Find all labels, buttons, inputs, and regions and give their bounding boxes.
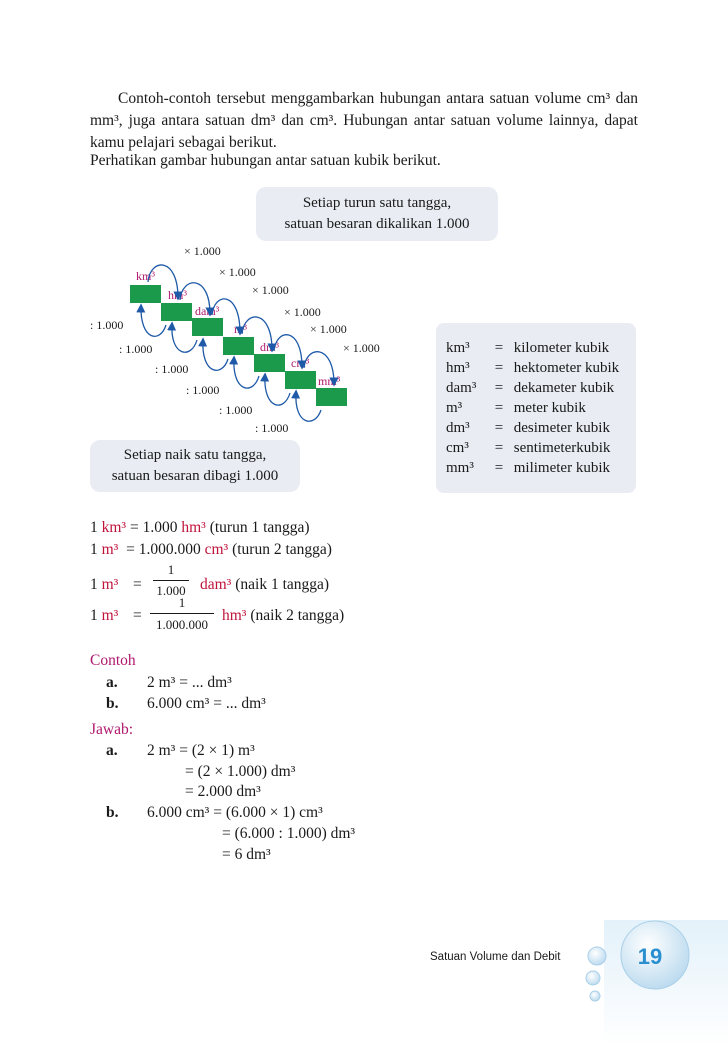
divide-label-3: : 1.000 (155, 362, 189, 376)
page-number: 19 (637, 944, 663, 969)
multiply-label-4: × 1.000 (284, 305, 321, 319)
multiply-label-5: × 1.000 (310, 322, 347, 336)
example-heading: Contoh (90, 652, 136, 669)
stair-step-dm (254, 354, 285, 372)
definition-row: hm³= hektometer kubik (446, 360, 620, 376)
definition-row: cm³= sentimeterkubik (446, 440, 611, 456)
arrow-down-2 (179, 282, 215, 317)
arrow-up-6 (291, 389, 322, 422)
equation-4-fraction-bar (150, 613, 214, 614)
intro-paragraph: Contoh-contoh tersebut menggambarkan hub… (90, 90, 638, 151)
arrow-up-4 (229, 355, 260, 389)
equation-4-rhs: hm³ (naik 2 tangga) (222, 607, 345, 624)
definition-row: m³= meter kubik (446, 400, 586, 416)
answer-b-label: b. (106, 804, 119, 821)
arrow-down-6 (303, 351, 339, 387)
equation-1: 1 km³ = 1.000 hm³ (turun 1 tangga) (90, 519, 310, 536)
multiply-label-3: × 1.000 (252, 283, 289, 297)
answer-a-line-2: = (2 × 1.000) dm³ (185, 763, 296, 780)
arrow-up-5 (260, 372, 291, 406)
footer-chapter-title: Satuan Volume dan Debit (430, 951, 561, 963)
equation-3-numerator: 1 (167, 562, 175, 577)
stair-step-m (223, 337, 254, 355)
definition-row: dm³= desimeter kubik (446, 420, 610, 436)
definition-row: mm³= milimeter kubik (446, 460, 610, 476)
equation-3-equals: = (133, 576, 142, 593)
callout-down-line2: satuan besaran dikalikan 1.000 (284, 216, 470, 232)
divide-label-6: : 1.000 (255, 421, 289, 435)
example-b-label: b. (106, 695, 119, 712)
equation-4-denominator: 1.000.000 (156, 617, 208, 632)
equation-3-fraction-bar (153, 580, 189, 581)
answer-a-line-1: 2 m³ = (2 × 1) m³ (147, 742, 255, 759)
callout-up-rule: Setiap naik satu tangga, satuan besaran … (90, 440, 300, 492)
multiply-label-1: × 1.000 (184, 244, 221, 258)
equation-3-rhs: dam³ (naik 1 tangga) (200, 576, 330, 593)
definition-row: dam³= dekameter kubik (446, 380, 615, 396)
stair-step-dam (192, 318, 223, 336)
arrow-down-5 (273, 334, 307, 370)
arrow-down-4 (241, 316, 277, 353)
callout-down-line1: Setiap turun satu tangga, (302, 195, 452, 211)
answer-b-line-3: = 6 dm³ (222, 846, 271, 863)
equation-3-denominator: 1.000 (156, 583, 186, 598)
divide-label-4: : 1.000 (186, 383, 220, 397)
arrow-up-1 (136, 303, 167, 337)
equation-4-equals: = (133, 607, 142, 624)
stair-step-mm (316, 388, 347, 406)
answer-a-label: a. (106, 742, 118, 759)
answer-b-line-2: = (6.000 : 1.000) dm³ (222, 825, 356, 842)
example-b-text: 6.000 cm³ = ... dm³ (147, 695, 266, 712)
arrow-down-1 (147, 264, 183, 301)
unit-definitions-box: km³= kilometer kubik hm³= hektometer kub… (436, 323, 636, 493)
arrow-down-3 (211, 298, 245, 336)
example-a-text: 2 m³ = ... dm³ (147, 674, 232, 691)
arrow-up-2 (167, 321, 198, 353)
stair-step-cm (285, 371, 316, 389)
divide-label-1: : 1.000 (90, 318, 124, 332)
equation-3: 1 m³ (90, 576, 119, 593)
multiply-label-6: × 1.000 (343, 341, 380, 355)
intro-instruction: Perhatikan gambar hubungan antar satuan … (90, 152, 441, 169)
answer-b-line-1: 6.000 cm³ = (6.000 × 1) cm³ (147, 804, 323, 821)
arrow-up-3 (198, 337, 229, 371)
divide-label-2: : 1.000 (119, 342, 153, 356)
footer-bubbles-decoration (585, 920, 728, 1046)
stair-step-hm (161, 303, 192, 321)
divide-label-5: : 1.000 (219, 403, 253, 417)
equation-2: 1 m³ = 1.000.000 cm³ (turun 2 tangga) (90, 541, 332, 558)
stair-step-km (130, 285, 161, 303)
equation-4: 1 m³ (90, 607, 119, 624)
callout-down-rule: Setiap turun satu tangga, satuan besaran… (256, 187, 498, 241)
definition-row: km³= kilometer kubik (446, 340, 610, 356)
callout-up-line1: Setiap naik satu tangga, (123, 447, 267, 463)
callout-up-line2: satuan besaran dibagi 1.000 (111, 468, 279, 484)
equation-4-numerator: 1 (178, 595, 186, 610)
multiply-label-2: × 1.000 (219, 265, 256, 279)
answer-heading: Jawab: (90, 721, 134, 738)
example-a-label: a. (106, 674, 118, 691)
answer-a-line-3: = 2.000 dm³ (185, 783, 261, 800)
